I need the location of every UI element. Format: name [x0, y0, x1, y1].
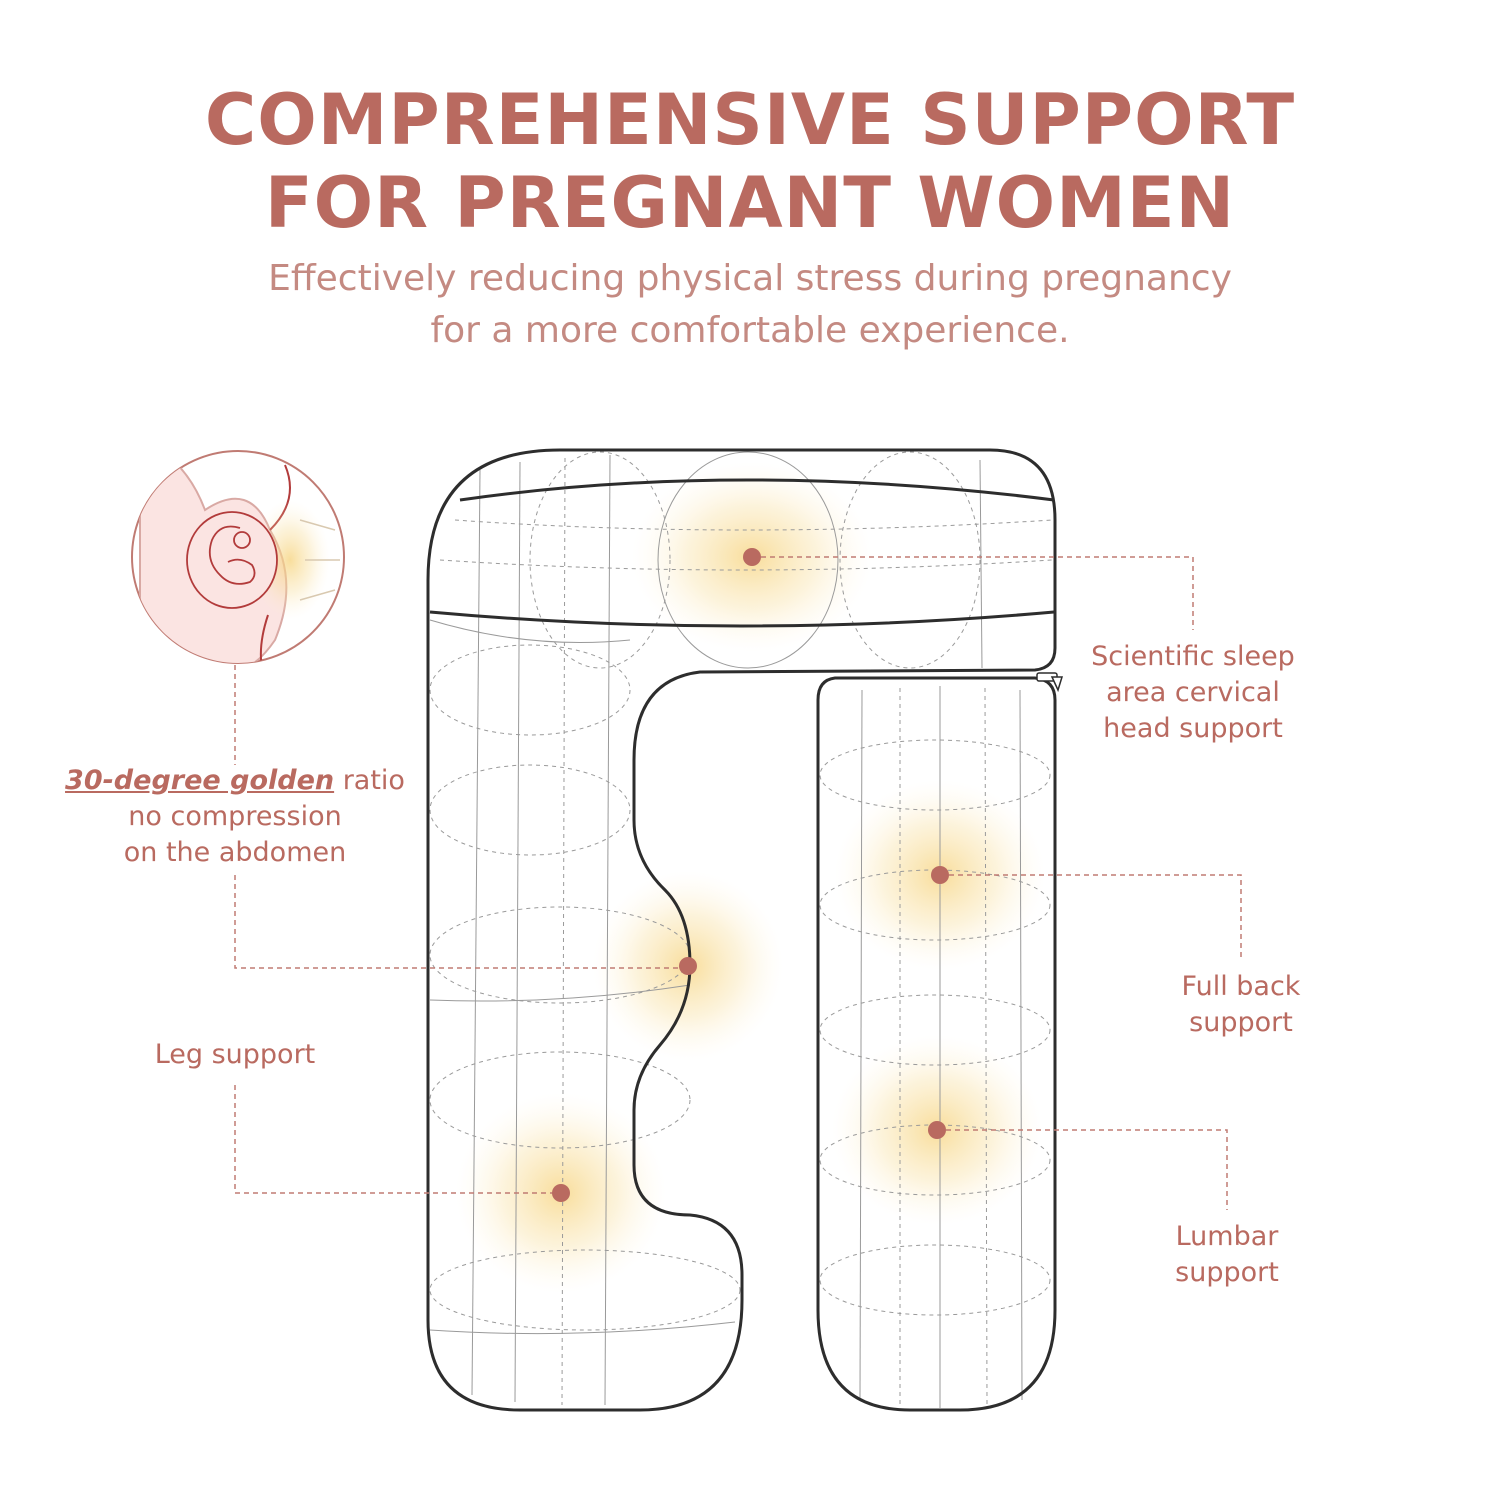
lumbar-marker: [928, 1121, 946, 1139]
head-callout-line-1: Scientific sleep: [1091, 641, 1295, 672]
back-leader-line: [940, 874, 1242, 960]
head-leader-line: [752, 556, 1194, 630]
lumbar-callout-line-1: Lumbar: [1175, 1221, 1279, 1252]
support-markers: [552, 548, 949, 1202]
headline-line-1: COMPREHENSIVE SUPPORT: [204, 79, 1296, 161]
back-callout-line-2: support: [1189, 1007, 1293, 1038]
leg-marker: [552, 1184, 570, 1202]
wireframe-top-bar: [439, 451, 1053, 669]
subtitle-line-2: for a more comfortable experience.: [430, 310, 1070, 351]
head-marker: [743, 548, 761, 566]
abdomen-callout-ratio: ratio: [334, 765, 405, 796]
lumbar-support-callout: Lumbar support: [1127, 1219, 1327, 1291]
subtitle-line-1: Effectively reducing physical stress dur…: [268, 258, 1232, 299]
pillow-right-column: [816, 676, 1057, 1412]
back-marker: [931, 866, 949, 884]
lumbar-leader-line: [937, 1129, 1228, 1210]
abdomen-callout-line-1: 30-degree golden ratio: [55, 763, 415, 799]
headline-line-2: FOR PREGNANT WOMEN: [264, 162, 1236, 244]
leg-callout-line-1: Leg support: [154, 1039, 316, 1070]
abdomen-marker: [679, 957, 697, 975]
lumbar-callout-line-2: support: [1175, 1257, 1279, 1288]
pregnant-belly-fetus-icon: [131, 450, 345, 664]
abdomen-callout: 30-degree golden ratio no compression on…: [55, 763, 415, 871]
leader-lines: [234, 556, 1242, 1210]
back-callout-line-1: Full back: [1181, 971, 1301, 1002]
support-glows: [456, 462, 1045, 1293]
abdomen-callout-line-3: on the abdomen: [123, 837, 347, 868]
pillow-main-body: [426, 448, 1057, 1412]
abdomen-callout-emphasis: 30-degree golden: [65, 765, 335, 796]
back-support-callout: Full back support: [1141, 969, 1341, 1041]
pillow-outline: [426, 448, 1057, 1412]
head-callout-line-3: head support: [1103, 713, 1283, 744]
abdomen-leader-line-lower: [234, 875, 688, 969]
head-support-callout: Scientific sleep area cervical head supp…: [1063, 639, 1323, 747]
abdomen-callout-line-2: no compression: [128, 801, 342, 832]
leg-leader-line: [234, 1085, 561, 1194]
leg-support-callout: Leg support: [115, 1037, 355, 1073]
head-callout-line-2: area cervical: [1106, 677, 1280, 708]
zipper-icon: [1036, 672, 1064, 693]
